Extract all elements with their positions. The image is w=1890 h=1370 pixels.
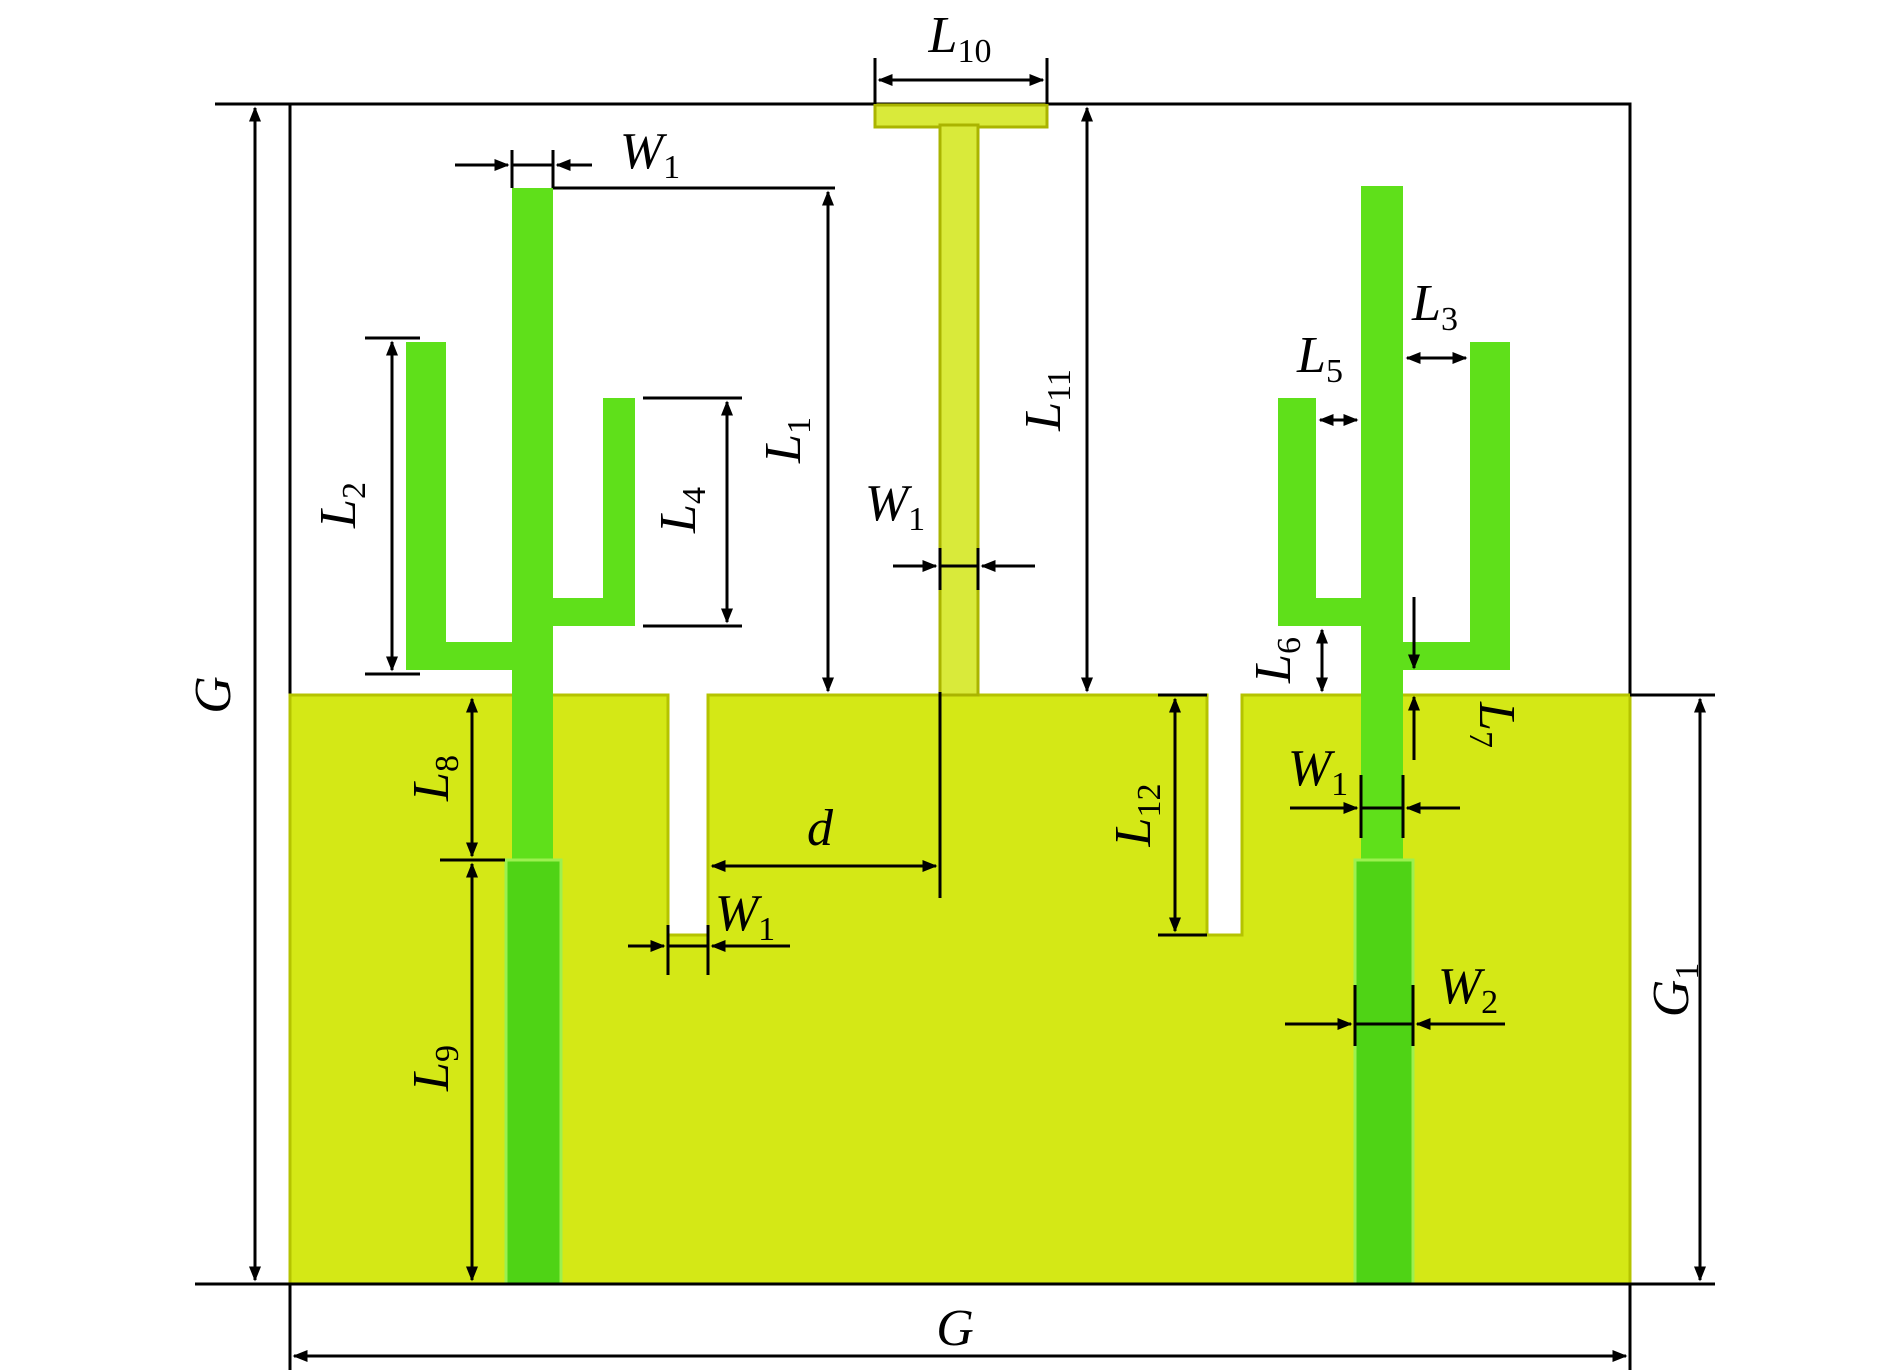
left-radiator [406, 188, 635, 1286]
left-radiator-left-arm [406, 642, 553, 670]
label-L12: L12 [1105, 784, 1168, 848]
label-L3: L3 [1411, 275, 1458, 338]
label-W1-right: W1 [1288, 740, 1348, 803]
label-L1: L1 [755, 417, 818, 464]
left-radiator-right-branch [603, 398, 635, 626]
label-L11: L11 [1015, 369, 1078, 432]
label-L9: L9 [403, 1045, 466, 1092]
right-feed-line [1353, 858, 1415, 1286]
left-feed-line [504, 858, 563, 1286]
left-radiator-right-arm [512, 598, 635, 626]
left-radiator-stem [512, 188, 553, 860]
label-L2: L2 [310, 482, 373, 529]
extension-lines [195, 58, 1715, 1370]
left-radiator-left-branch [406, 342, 446, 670]
right-radiator-right-branch [1470, 342, 1510, 670]
label-W1-slot: W1 [715, 885, 775, 948]
label-L8: L8 [403, 755, 466, 802]
label-W1-mid: W1 [865, 475, 925, 538]
label-L6: L6 [1245, 637, 1308, 684]
label-G-vertical: G [185, 676, 242, 714]
right-radiator-stem [1361, 186, 1403, 860]
dimension-labels: G G G1 L10 L11 L1 L2 L4 L8 L9 L12 d L6 L… [185, 7, 1706, 1357]
label-L4: L4 [650, 487, 713, 534]
label-L7: L7 [1462, 701, 1525, 748]
label-G-horizontal: G [936, 1300, 974, 1357]
label-W1-top: W1 [620, 123, 680, 186]
ground-plane [288, 693, 1632, 1286]
label-d: d [807, 800, 834, 857]
right-radiator-right-arm [1361, 642, 1510, 670]
right-radiator [1278, 186, 1510, 1286]
right-radiator-left-branch [1278, 398, 1316, 626]
label-G1: G1 [1643, 963, 1706, 1018]
label-W2: W2 [1438, 958, 1498, 1021]
right-radiator-left-arm [1278, 598, 1403, 626]
label-L5: L5 [1296, 327, 1343, 390]
monopole-stem [938, 123, 980, 697]
label-L10: L10 [928, 7, 992, 70]
dimension-arrows [249, 74, 1706, 1362]
